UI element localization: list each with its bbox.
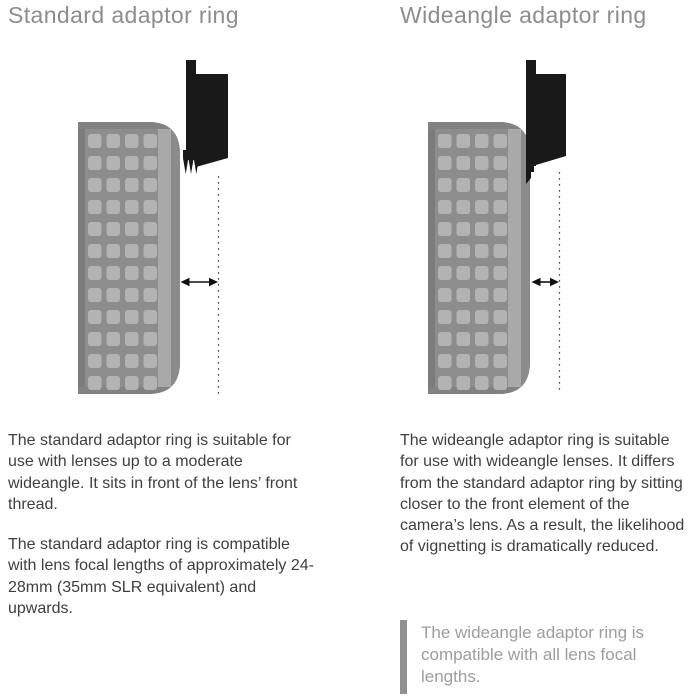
standard-paragraph-1: The standard adaptor ring is suitable fo…	[8, 432, 298, 513]
adaptor-ring-cross-section	[183, 60, 228, 174]
wideangle-paragraph-1: The wideangle adaptor ring is suitable f…	[400, 432, 685, 556]
heading-wideangle: Wideangle adaptor ring	[400, 2, 647, 28]
knurl-grip	[437, 130, 508, 392]
callout: The wideangle adaptor ring is compatible…	[400, 620, 659, 694]
distance-arrow	[180, 277, 218, 287]
mount-step	[526, 166, 534, 184]
lens-barrel	[78, 122, 180, 394]
illustration-wideangle	[428, 60, 566, 394]
callout-text: The wideangle adaptor ring is compatible…	[421, 623, 645, 687]
thread-serration	[183, 150, 199, 174]
adaptor-ring-cross-section	[526, 60, 566, 184]
wideangle-description: The wideangle adaptor ring is suitable f…	[400, 430, 687, 577]
standard-description: The standard adaptor ring is suitable fo…	[8, 430, 320, 638]
distance-arrow	[531, 277, 559, 287]
standard-paragraph-2: The standard adaptor ring is compatible …	[8, 536, 314, 617]
lens-barrel	[428, 122, 530, 394]
callout-bar	[400, 620, 407, 694]
knurl-grip	[87, 130, 158, 392]
illustration-standard	[78, 60, 228, 394]
heading-standard: Standard adaptor ring	[8, 2, 239, 28]
